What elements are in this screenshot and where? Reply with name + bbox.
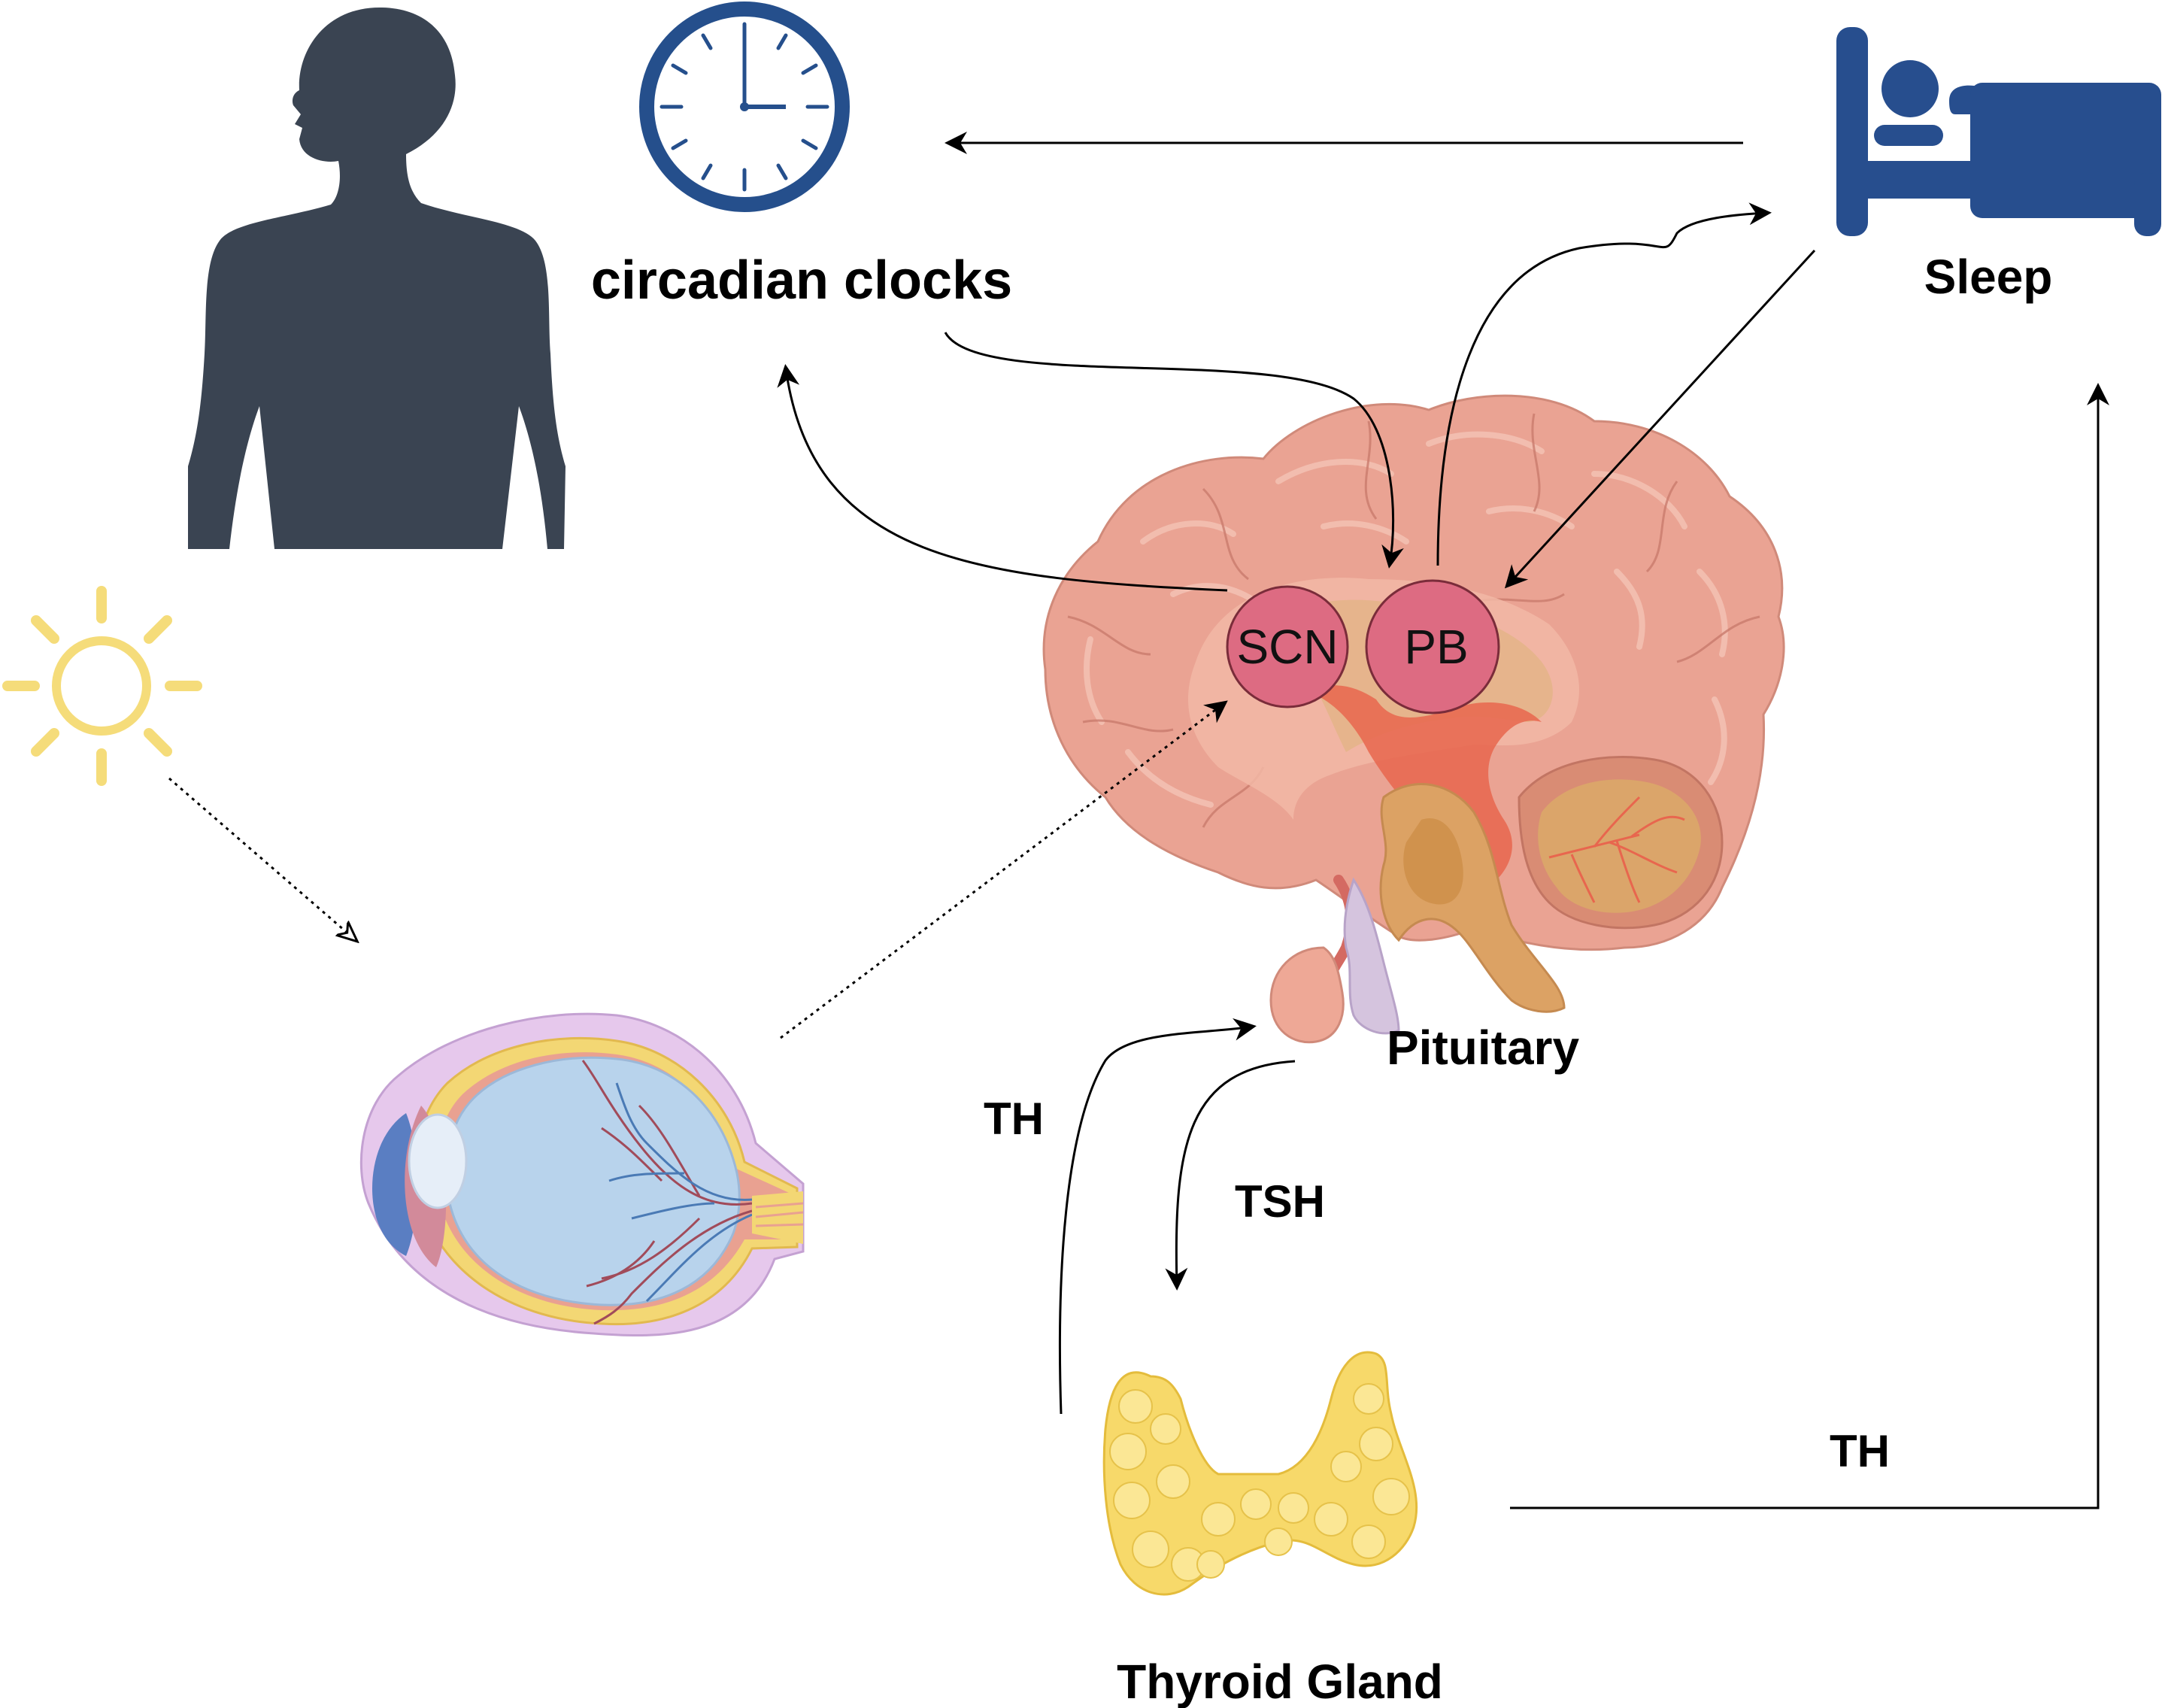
eye-to-scn-dotted-arrow [780, 700, 1228, 1039]
scn-to-clock-arrow [777, 364, 1228, 592]
pituitary-label: Pituitary [1387, 1021, 1579, 1075]
thyroid-to-sleep-th-arrow [1510, 383, 2109, 1509]
clock-to-pb-arrow [944, 332, 1404, 569]
th-left-label: TH [984, 1094, 1044, 1144]
sun-to-eye-dotted-arrow [168, 777, 356, 940]
scn-label: SCN [1236, 620, 1338, 674]
brain-anatomy-icon [1042, 394, 1785, 1044]
clock-icon [639, 2, 850, 212]
thyroid-gland-icon [1102, 1351, 1418, 1596]
thyroid-gland-label: Thyroid Gland [1117, 1655, 1443, 1708]
human-silhouette-icon [188, 8, 566, 549]
pb-label: PB [1404, 620, 1468, 674]
tsh-label: TSH [1235, 1176, 1325, 1227]
pituitary-to-thyroid-tsh-arrow [1165, 1060, 1296, 1291]
th-right-label: TH [1830, 1426, 1890, 1476]
sleep-to-pb-arrow [1504, 249, 1816, 589]
pb-to-sleep-arrow [1436, 202, 1772, 566]
circadian-clocks-label: circadian clocks [591, 250, 1012, 311]
eye-anatomy-icon [359, 1012, 805, 1337]
sleeping-bed-icon [1836, 27, 2161, 236]
sun-icon [2, 586, 202, 786]
thyroid-to-pituitary-th-arrow [1058, 1018, 1257, 1415]
sleep-label: Sleep [1924, 250, 2053, 304]
